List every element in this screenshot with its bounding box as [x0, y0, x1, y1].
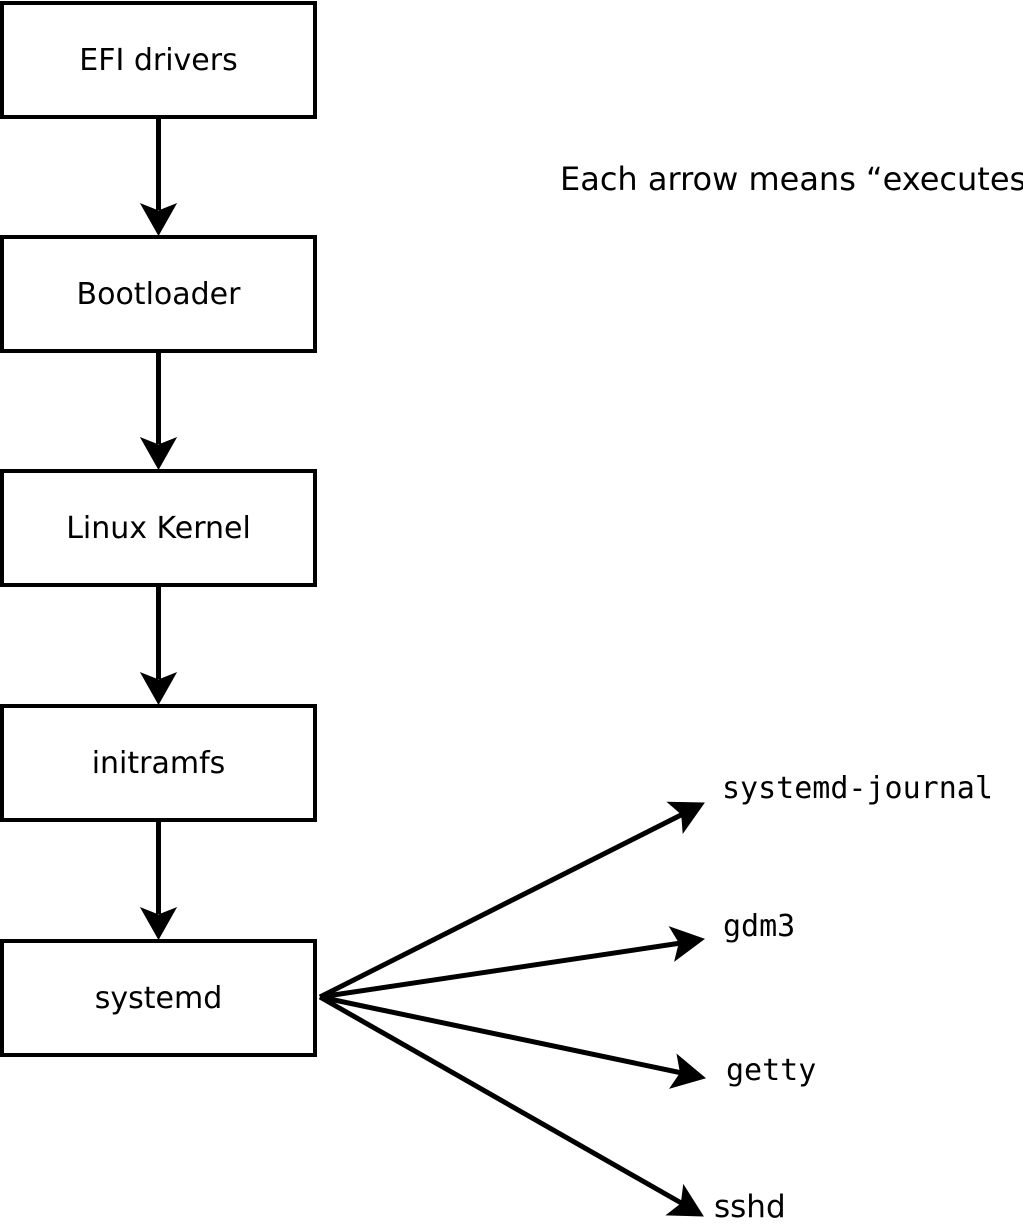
node-bootloader: Bootloader [0, 235, 317, 353]
node-linux-kernel: Linux Kernel [0, 469, 317, 587]
arrow-systemd-to-sshd [318, 994, 704, 1217]
arrow-initramfs-to-systemd [139, 822, 178, 941]
process-label-gdm3: gdm3 [723, 909, 796, 944]
process-label-systemd-journal: systemd-journal [722, 771, 993, 806]
node-systemd-label: systemd [94, 980, 223, 1016]
node-efi-drivers: EFI drivers [0, 1, 317, 119]
node-initramfs: initramfs [0, 704, 317, 822]
arrow-systemd-to-journal [318, 801, 705, 1000]
node-efi-drivers-label: EFI drivers [79, 42, 238, 78]
node-bootloader-label: Bootloader [76, 276, 241, 312]
process-label-getty: getty [726, 1053, 817, 1088]
node-linux-kernel-label: Linux Kernel [66, 510, 251, 546]
arrow-systemd-to-getty [319, 994, 707, 1089]
arrow-efi-to-bootloader [139, 119, 178, 237]
arrow-bootloader-to-kernel [139, 353, 178, 471]
arrow-kernel-to-initramfs [139, 587, 178, 706]
arrow-meaning-note: Each arrow means “executes”. [560, 160, 1023, 198]
node-initramfs-label: initramfs [91, 745, 226, 781]
arrow-systemd-to-gdm3 [319, 926, 706, 1000]
node-systemd: systemd [0, 939, 317, 1057]
process-label-sshd: sshd [714, 1189, 786, 1225]
